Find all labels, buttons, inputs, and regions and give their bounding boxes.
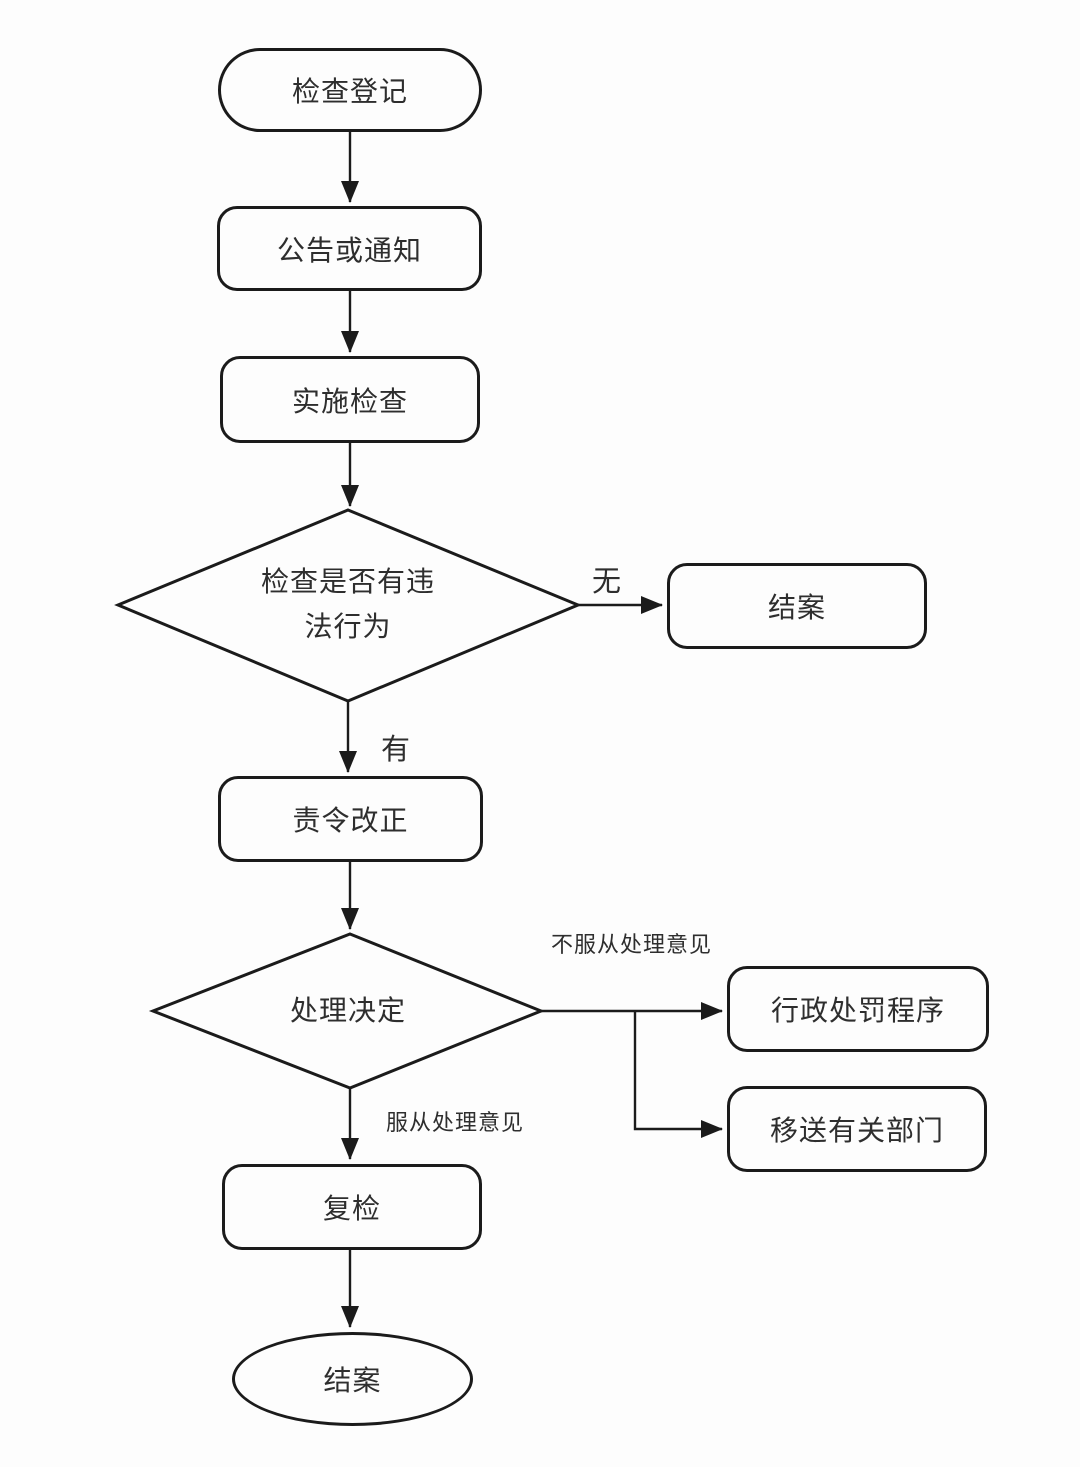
node-inspect: 实施检查 — [220, 356, 480, 443]
decision-handling-diamond — [148, 932, 546, 1090]
edge-label-obey: 服从处理意见 — [386, 1111, 525, 1136]
node-transfer-dept: 移送有关部门 — [727, 1086, 987, 1172]
node-inspect-label: 实施检查 — [291, 384, 408, 418]
edge-label-no: 无 — [592, 564, 622, 598]
decision-violation-diamond — [114, 508, 582, 703]
node-admin-penalty: 行政处罚程序 — [727, 966, 989, 1052]
node-transfer-dept-label: 移送有关部门 — [769, 1114, 944, 1147]
node-recheck: 复检 — [222, 1164, 482, 1250]
node-close-case-end: 结案 — [232, 1332, 473, 1426]
node-close-case-right: 结案 — [667, 563, 927, 649]
edge-label-disobey: 不服从处理意见 — [551, 933, 713, 958]
node-recheck-label: 复检 — [322, 1192, 381, 1225]
node-admin-penalty-label: 行政处罚程序 — [770, 994, 945, 1027]
node-notice-label: 公告或通知 — [276, 233, 422, 267]
node-close-case-right-label: 结案 — [767, 591, 826, 624]
node-notice: 公告或通知 — [217, 206, 482, 291]
node-close-case-end-label: 结案 — [323, 1364, 382, 1397]
edge-decision2-to-transfer — [633, 1011, 723, 1138]
node-start: 检查登记 — [218, 48, 482, 132]
node-order-correction-label: 责令改正 — [292, 804, 409, 837]
decision-handling-label: 处理决定 — [289, 993, 406, 1027]
node-order-correction: 责令改正 — [218, 776, 483, 862]
decision-violation-label: 检查是否有违法行为 — [260, 565, 435, 643]
edge-label-yes: 有 — [381, 732, 411, 766]
node-start-label: 检查登记 — [291, 75, 408, 108]
